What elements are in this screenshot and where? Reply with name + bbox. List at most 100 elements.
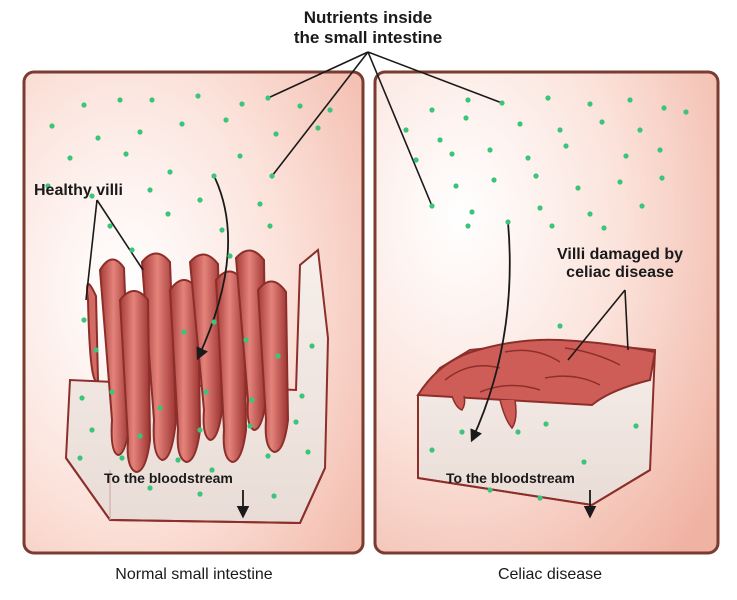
nutrient-dot bbox=[463, 115, 469, 121]
nutrients-label-line2: the small intestine bbox=[293, 27, 443, 47]
nutrient-dot bbox=[637, 127, 643, 133]
nutrient-dot bbox=[249, 397, 255, 403]
nutrient-dot bbox=[81, 102, 87, 108]
nutrient-dot bbox=[517, 121, 523, 127]
nutrient-dot bbox=[273, 131, 279, 137]
nutrient-dot bbox=[403, 127, 409, 133]
nutrient-dot bbox=[623, 153, 629, 159]
damaged-villi-label-line2: celiac disease bbox=[566, 264, 674, 282]
nutrient-dot bbox=[211, 173, 217, 179]
nutrient-dot bbox=[271, 493, 277, 499]
absorption-arrow-normal bbox=[196, 177, 229, 361]
nutrient-dot bbox=[465, 223, 471, 229]
nutrient-dot bbox=[45, 183, 51, 189]
nutrient-dot bbox=[491, 177, 497, 183]
nutrients-label-line1: Nutrients inside bbox=[303, 8, 433, 27]
nutrient-dot bbox=[223, 117, 229, 123]
nutrient-dot bbox=[465, 97, 471, 103]
nutrient-dot bbox=[575, 185, 581, 191]
nutrient-dot bbox=[533, 173, 539, 179]
nutrient-dot bbox=[267, 223, 273, 229]
nutrient-dot bbox=[197, 197, 203, 203]
nutrient-dot bbox=[429, 447, 435, 453]
nutrient-dot bbox=[315, 125, 321, 131]
nutrient-dot bbox=[243, 337, 249, 343]
nutrient-dot bbox=[79, 395, 85, 401]
nutrient-dot bbox=[175, 457, 181, 463]
nutrient-dot bbox=[297, 103, 303, 109]
nutrient-dot bbox=[89, 427, 95, 433]
nutrient-dot bbox=[633, 423, 639, 429]
absorption-arrow-celiac bbox=[470, 221, 511, 443]
nutrient-dot bbox=[549, 223, 555, 229]
nutrient-dot bbox=[123, 151, 129, 157]
nutrient-dot bbox=[265, 453, 271, 459]
nutrient-dot bbox=[77, 455, 83, 461]
damaged-villi-label-line1: Villi damaged by bbox=[557, 246, 683, 263]
nutrient-dot bbox=[49, 123, 55, 129]
nutrient-dot bbox=[149, 97, 155, 103]
nutrient-dot bbox=[683, 109, 689, 115]
nutrient-dot bbox=[195, 93, 201, 99]
nutrient-dot bbox=[67, 155, 73, 161]
nutrients-label: Nutrients inside the small intestine bbox=[270, 8, 466, 47]
nutrient-dot bbox=[209, 467, 215, 473]
nutrient-dot bbox=[157, 405, 163, 411]
nutrient-dot bbox=[81, 317, 87, 323]
nutrient-dot bbox=[93, 347, 99, 353]
nutrient-dot bbox=[165, 211, 171, 217]
nutrient-dot bbox=[525, 155, 531, 161]
nutrient-dot bbox=[537, 495, 543, 501]
nutrient-dot bbox=[563, 143, 569, 149]
nutrient-dot bbox=[581, 459, 587, 465]
nutrient-dot bbox=[119, 455, 125, 461]
nutrient-dot bbox=[639, 203, 645, 209]
nutrient-dot bbox=[137, 433, 143, 439]
nutrient-dot bbox=[601, 225, 607, 231]
nutrient-dot bbox=[293, 419, 299, 425]
damaged-villi-label: Villi damaged by celiac disease bbox=[532, 246, 708, 283]
nutrient-dot bbox=[265, 95, 271, 101]
nutrient-dot bbox=[129, 247, 135, 253]
nutrient-dot bbox=[211, 319, 217, 325]
nutrient-dot bbox=[309, 343, 315, 349]
nutrient-dot bbox=[247, 423, 253, 429]
nutrient-dot bbox=[557, 323, 563, 329]
nutrient-dot bbox=[257, 201, 263, 207]
nutrient-dot bbox=[657, 147, 663, 153]
bloodstream-label-left: To the bloodstream bbox=[104, 470, 233, 486]
nutrient-dot bbox=[197, 427, 203, 433]
damaged-tissue-block bbox=[416, 338, 657, 507]
nutrient-dot bbox=[327, 107, 333, 113]
nutrient-dot bbox=[203, 389, 209, 395]
nutrient-dot bbox=[275, 353, 281, 359]
nutrient-dot bbox=[197, 491, 203, 497]
nutrient-dot bbox=[239, 101, 245, 107]
nutrient-dot bbox=[299, 393, 305, 399]
damaged-villi-pointers bbox=[567, 289, 629, 361]
nutrient-dot bbox=[617, 179, 623, 185]
nutrient-dot bbox=[227, 253, 233, 259]
nutrient-dot bbox=[627, 97, 633, 103]
nutrient-dot bbox=[599, 119, 605, 125]
nutrient-dot bbox=[449, 151, 455, 157]
bloodstream-label-right: To the bloodstream bbox=[446, 470, 575, 486]
nutrient-dot bbox=[499, 100, 505, 106]
nutrient-dot bbox=[505, 219, 511, 225]
nutrient-dot bbox=[537, 205, 543, 211]
healthy-villi-group bbox=[86, 249, 290, 474]
healthy-villi-pointers bbox=[85, 199, 144, 301]
nutrient-dot bbox=[429, 107, 435, 113]
caption-celiac: Celiac disease bbox=[497, 566, 603, 583]
nutrient-dot bbox=[487, 147, 493, 153]
nutrient-dot bbox=[469, 209, 475, 215]
nutrient-dot bbox=[269, 173, 275, 179]
nutrient-dot bbox=[219, 227, 225, 233]
nutrient-dot bbox=[587, 211, 593, 217]
nutrient-dot bbox=[167, 169, 173, 175]
nutrient-dot bbox=[515, 429, 521, 435]
nutrient-dot bbox=[305, 449, 311, 455]
nutrient-dot bbox=[459, 429, 465, 435]
